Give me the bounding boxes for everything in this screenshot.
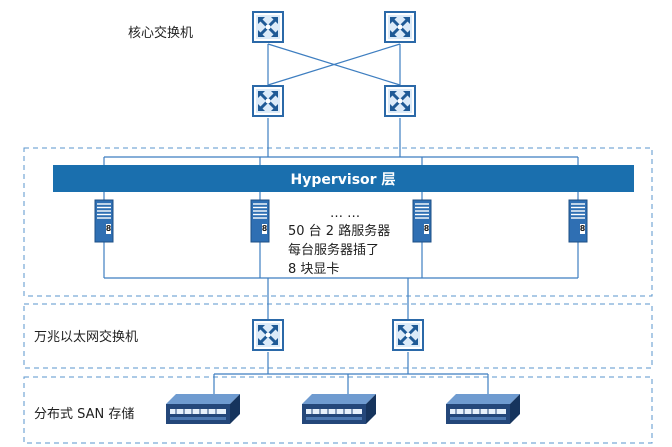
- hypervisor-bar: [53, 165, 634, 192]
- storage-3-storage-icon: [445, 393, 521, 425]
- storage-2-storage-icon: [301, 393, 377, 425]
- storage-zone-border: [23, 376, 653, 444]
- server-1: 8: [94, 199, 114, 243]
- hypervisor-label: Hypervisor 层: [291, 172, 396, 188]
- server-card-count: 8: [580, 224, 586, 233]
- connection-lines: [103, 43, 579, 394]
- servers-line-1: 50 台 2 路服务器: [288, 223, 390, 239]
- server-icon: [250, 199, 270, 243]
- servers-line-3: 8 块显卡: [288, 262, 339, 277]
- aggregation-switch-right-switch-icon: [383, 84, 417, 118]
- server-card-count: 8: [262, 224, 268, 233]
- server-card-count: 8: [424, 224, 430, 233]
- san-storage-label: 分布式 SAN 存储: [34, 407, 134, 422]
- switch-zone-border: [23, 303, 653, 369]
- server-icon: [568, 199, 588, 243]
- servers-line-2: 每台服务器插了: [288, 242, 379, 258]
- server-icon: [412, 199, 432, 243]
- server-icon: [94, 199, 114, 243]
- server-zone-border: [23, 147, 653, 297]
- server-card-count: 8: [106, 224, 112, 233]
- core-switch-label: 核心交换机: [128, 25, 193, 41]
- server-3: 8: [412, 199, 432, 243]
- ten-gig-switch-left-switch-icon: [251, 318, 285, 352]
- server-4: 8: [568, 199, 588, 243]
- storage-1-storage-icon: [165, 393, 241, 425]
- ten-gig-switch-right-switch-icon: [391, 318, 425, 352]
- ten-gig-switch-label: 万兆以太网交换机: [34, 329, 138, 345]
- core-switch-left-switch-icon: [251, 10, 285, 44]
- ellipsis-label: … …: [330, 206, 360, 221]
- aggregation-switch-left-switch-icon: [251, 84, 285, 118]
- core-switch-right-switch-icon: [383, 10, 417, 44]
- server-2: 8: [250, 199, 270, 243]
